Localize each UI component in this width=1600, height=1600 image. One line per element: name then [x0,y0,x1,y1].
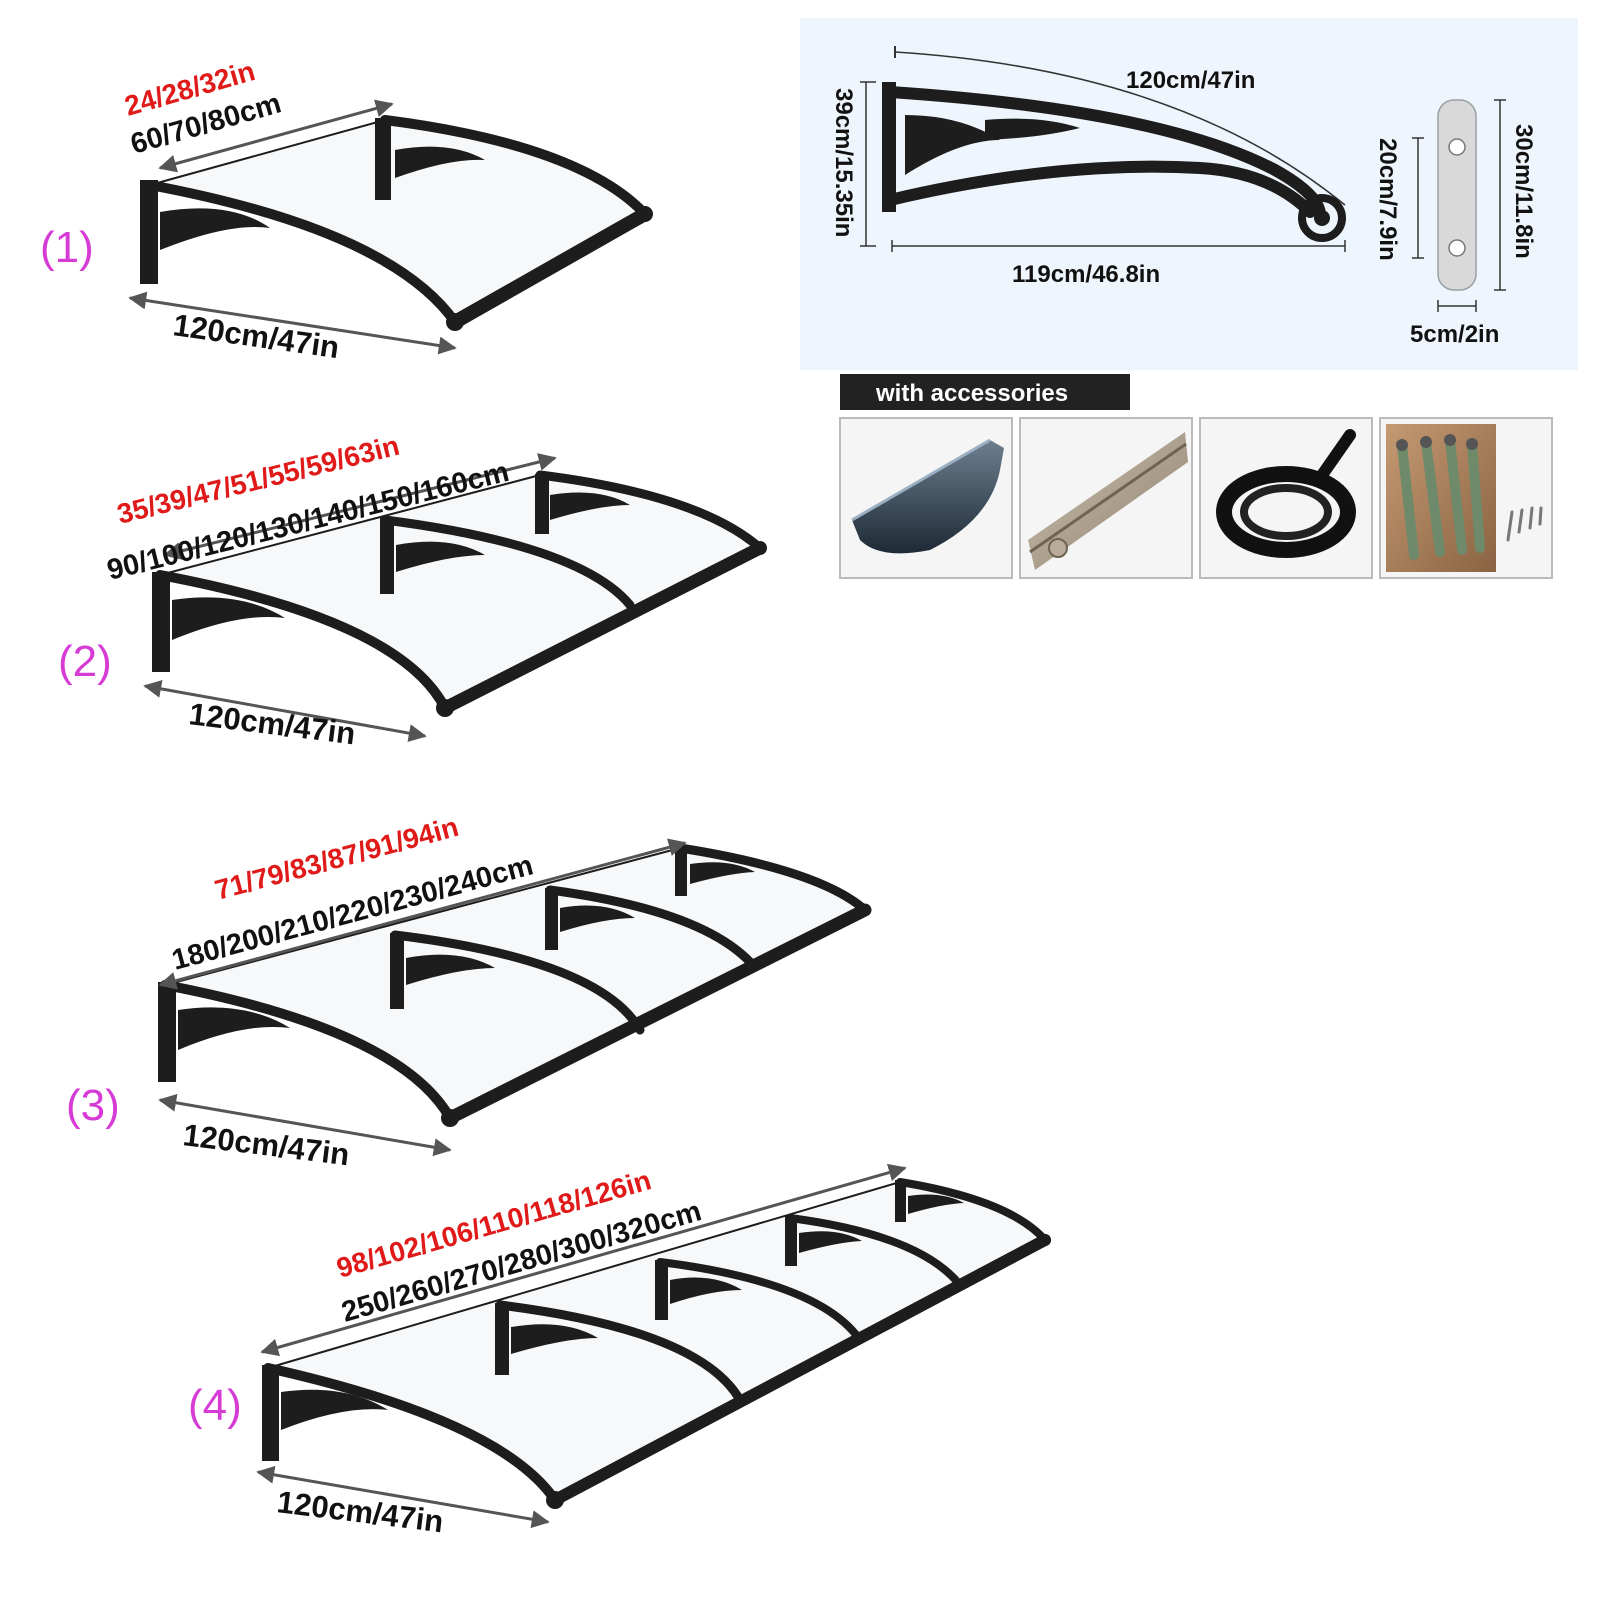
depth-arrow [256,1465,550,1529]
variant-number: (3) [66,1081,120,1130]
canopy-illustration [140,115,653,331]
variant-4: 98/102/106/110/118/126in 250/260/270/280… [188,1163,1051,1539]
bracket-spec-panel: 120cm/47in 39cm/15.35in 119cm/46.8in 20c… [800,18,1578,370]
plate-hole-top [1448,138,1466,156]
width-arrow [158,838,687,990]
accessory-gutter [839,417,1013,579]
width-arrow [158,99,394,173]
accessory-rail [1019,417,1193,579]
variant-1: 24/28/32in 60/70/80cm 120cm/47in (1) [40,55,653,365]
depth-arrow [158,1093,452,1157]
accessories-badge [840,374,1130,410]
plate-height-label: 30cm/11.8in [1510,124,1537,259]
variant-number: (2) [58,637,112,686]
depth-arrow [128,291,457,355]
depth-arrow [143,679,427,743]
depth-label: 120cm/47in [187,696,357,751]
width-arrow [260,1163,907,1357]
variant-3: 71/79/83/87/91/94in 180/200/210/220/230/… [66,811,872,1172]
plate-hole-bottom [1448,239,1466,257]
depth-label: 120cm/47in [181,1117,351,1172]
arc-length-label: 120cm/47in [1126,67,1255,94]
accessory-seal [1199,417,1373,579]
arc-dimension-line [894,51,1346,206]
variant-number: (4) [188,1381,242,1430]
depth-label: 119cm/46.8in [1012,261,1160,288]
height-label: 39cm/15.35in [830,88,857,237]
accessory-bolts [1379,417,1553,579]
accessories-section: with accessories [839,374,1553,579]
depth-label: 120cm/47in [275,1484,445,1539]
canopy-illustration [152,470,767,717]
variant-number: (1) [40,223,94,272]
width-arrow [163,453,557,560]
mounting-plate [1437,99,1477,291]
plate-width-label: 5cm/2in [1410,321,1499,348]
hole-spacing-label: 20cm/7.9in [1374,138,1401,261]
bracket-illustration [882,82,1346,242]
accessories-label: with accessories [875,380,1068,407]
variant-2: 35/39/47/51/55/59/63in 90/100/120/130/14… [58,430,767,751]
